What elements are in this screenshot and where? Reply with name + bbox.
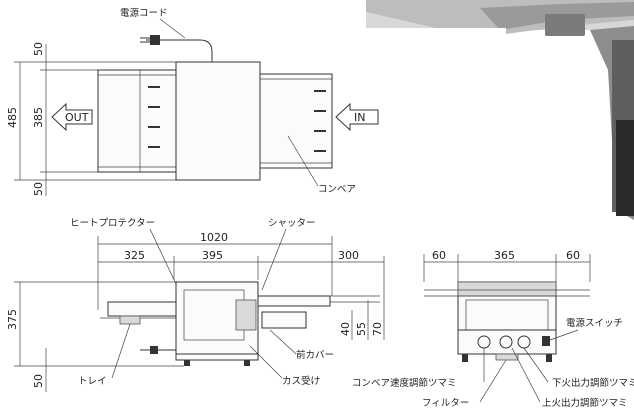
in-conveyor bbox=[259, 73, 333, 169]
dim-total-length: 1020 bbox=[200, 231, 228, 244]
crumb-tray-label: カス受け bbox=[282, 375, 320, 387]
dim-top-margin: 50 bbox=[32, 42, 45, 56]
front-cover-part bbox=[261, 311, 307, 329]
dim-front-width: 365 bbox=[494, 249, 515, 262]
filter-label: フィルター bbox=[422, 398, 469, 409]
in-arrow-label: IN bbox=[354, 111, 365, 124]
dim-front-left: 60 bbox=[432, 249, 446, 262]
dim-height: 375 bbox=[6, 309, 19, 330]
front-view: 60 365 60 電源スイッチ コンベア速度調節ツマミ フィルター 下火出力調… bbox=[352, 249, 634, 409]
dim-55: 55 bbox=[355, 322, 368, 336]
dim-left-extension: 325 bbox=[124, 249, 145, 262]
heat-protector-label: ヒートプロテクター bbox=[70, 218, 155, 229]
front-cover-label: 前カバー bbox=[296, 349, 334, 361]
tray-label: トレイ bbox=[78, 376, 107, 387]
lower-heat-knob[interactable] bbox=[517, 335, 531, 349]
dim-front-right: 60 bbox=[566, 249, 580, 262]
dim-70: 70 bbox=[371, 322, 384, 336]
side-view: 1020 325 395 300 ヒートプロテクター シャッター bbox=[6, 218, 385, 392]
shutter-label: シャッター bbox=[268, 218, 316, 229]
conveyor-speed-knob[interactable] bbox=[477, 335, 491, 349]
dim-conveyor-width: 385 bbox=[32, 107, 45, 128]
dim-right-extension: 300 bbox=[338, 249, 359, 262]
upper-heat-knob[interactable] bbox=[499, 335, 513, 349]
lower-heat-knob-label: 下火出力調節ツマミ bbox=[552, 377, 634, 389]
power-switch[interactable] bbox=[542, 336, 550, 346]
dim-body-length: 395 bbox=[202, 249, 223, 262]
dim-40: 40 bbox=[339, 322, 352, 336]
power-cord bbox=[146, 39, 213, 62]
product-photo bbox=[366, 0, 634, 220]
in-conveyor-side bbox=[257, 295, 331, 307]
dim-bottom-margin: 50 bbox=[32, 182, 45, 196]
out-conveyor bbox=[97, 69, 177, 173]
dim-foot: 50 bbox=[32, 374, 45, 388]
in-arrow: IN bbox=[335, 102, 379, 132]
conveyor-label: コンベア bbox=[318, 184, 356, 195]
power-switch-label: 電源スイッチ bbox=[566, 318, 623, 329]
out-arrow: OUT bbox=[51, 102, 93, 132]
upper-heat-knob-label: 上火出力調節ツマミ bbox=[542, 397, 628, 409]
top-view: 電源コード OUT IN bbox=[6, 8, 379, 196]
conveyor-speed-knob-label: コンベア速度調節ツマミ bbox=[352, 377, 457, 389]
out-arrow-label: OUT bbox=[65, 111, 89, 124]
oven-body-top bbox=[175, 61, 261, 181]
out-conveyor-side bbox=[107, 301, 177, 317]
dim-total-depth: 485 bbox=[6, 107, 19, 128]
power-cord-label: 電源コード bbox=[120, 8, 168, 19]
